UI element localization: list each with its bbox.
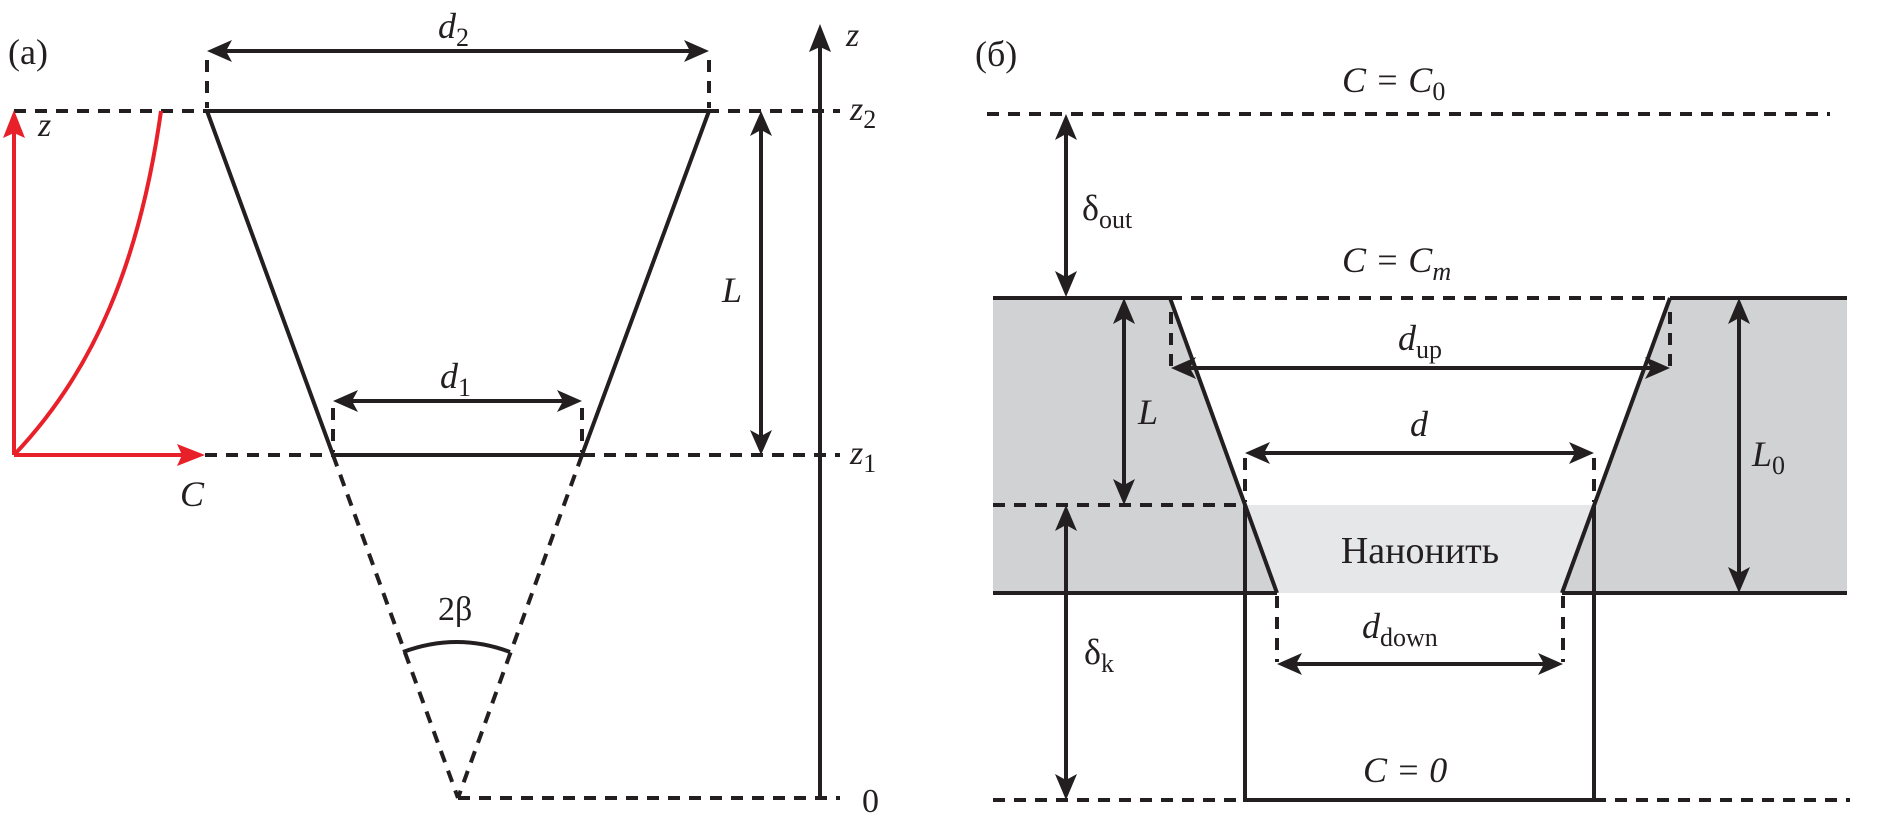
panel-a-tag: (a) — [8, 32, 48, 72]
mouth-concentration-label: C = Cm — [1342, 240, 1451, 286]
d2-arrowhead-left — [207, 40, 232, 62]
delta-out-arrowhead-bottom — [1055, 271, 1077, 297]
panel-b-tag: (б) — [975, 34, 1017, 74]
bulk-concentration-label: C = C0 — [1342, 60, 1445, 106]
membrane-right — [1562, 298, 1847, 593]
z-axis-label: z — [845, 17, 859, 54]
d1-arrowhead-left — [333, 390, 358, 412]
cone-extension-right — [456, 454, 584, 799]
L-arrowhead-top — [750, 111, 772, 136]
delta-k-label: δk — [1084, 632, 1114, 678]
angle-label: 2β — [438, 591, 472, 628]
L-label-b: L — [1137, 392, 1158, 432]
nanowire-region — [1245, 505, 1594, 593]
d1-arrowhead-right — [557, 390, 582, 412]
delta-out-label: δout — [1082, 188, 1133, 234]
d-arrowhead-right — [1569, 442, 1594, 464]
d-down-arrowhead-right — [1538, 653, 1563, 675]
zero-tick-label: 0 — [862, 783, 879, 820]
cone-extension-left — [331, 454, 460, 799]
z1-tick-label: z1 — [849, 435, 876, 478]
pore-wall-left — [1168, 297, 1279, 594]
d-down-label: ddown — [1362, 606, 1438, 652]
d-label: d — [1410, 404, 1429, 444]
d-up-arrowhead-left — [1171, 357, 1196, 379]
delta-k-arrowhead-bottom — [1055, 774, 1077, 800]
pore-wall-right — [1560, 297, 1672, 594]
L0-arrowhead-bottom — [1728, 567, 1750, 593]
inset-C-label: C — [180, 474, 205, 514]
delta-out-arrowhead-top — [1055, 114, 1077, 140]
d-arrowhead-left — [1245, 442, 1270, 464]
L-b-arrowhead-top — [1113, 298, 1135, 324]
d1-label: d1 — [440, 356, 471, 402]
panel-a: (a) 2β d2 d1 L z z — [3, 6, 879, 820]
nanowire-label: Нанонить — [1341, 530, 1499, 572]
L-label: L — [721, 270, 742, 310]
inset-z-arrowhead — [3, 110, 25, 138]
L0-arrowhead-top — [1728, 298, 1750, 324]
d2-label: d2 — [438, 6, 469, 52]
pore-trapezoid — [205, 109, 712, 457]
inset-z-label: z — [37, 107, 51, 144]
inset-C-arrowhead — [177, 444, 205, 466]
delta-k-arrowhead-top — [1055, 505, 1077, 531]
L-arrowhead-bottom — [750, 430, 772, 455]
cathode-concentration-label: C = 0 — [1363, 750, 1447, 790]
L0-label: L0 — [1751, 434, 1785, 480]
panel-b: (б) δout L — [975, 34, 1850, 802]
d-up-arrowhead-right — [1645, 357, 1670, 379]
z-axis-arrowhead — [809, 24, 831, 52]
d-up-label: dup — [1398, 318, 1442, 364]
L-b-arrowhead-bottom — [1113, 479, 1135, 505]
d2-arrowhead-right — [684, 40, 709, 62]
d-down-arrowhead-left — [1277, 653, 1302, 675]
angle-arc — [402, 640, 511, 654]
nanowire-outline — [1243, 505, 1596, 802]
concentration-profile-inset: z C — [3, 107, 205, 514]
concentration-curve — [12, 110, 163, 457]
membrane-left — [993, 298, 1277, 593]
z2-tick-label: z2 — [849, 91, 876, 134]
